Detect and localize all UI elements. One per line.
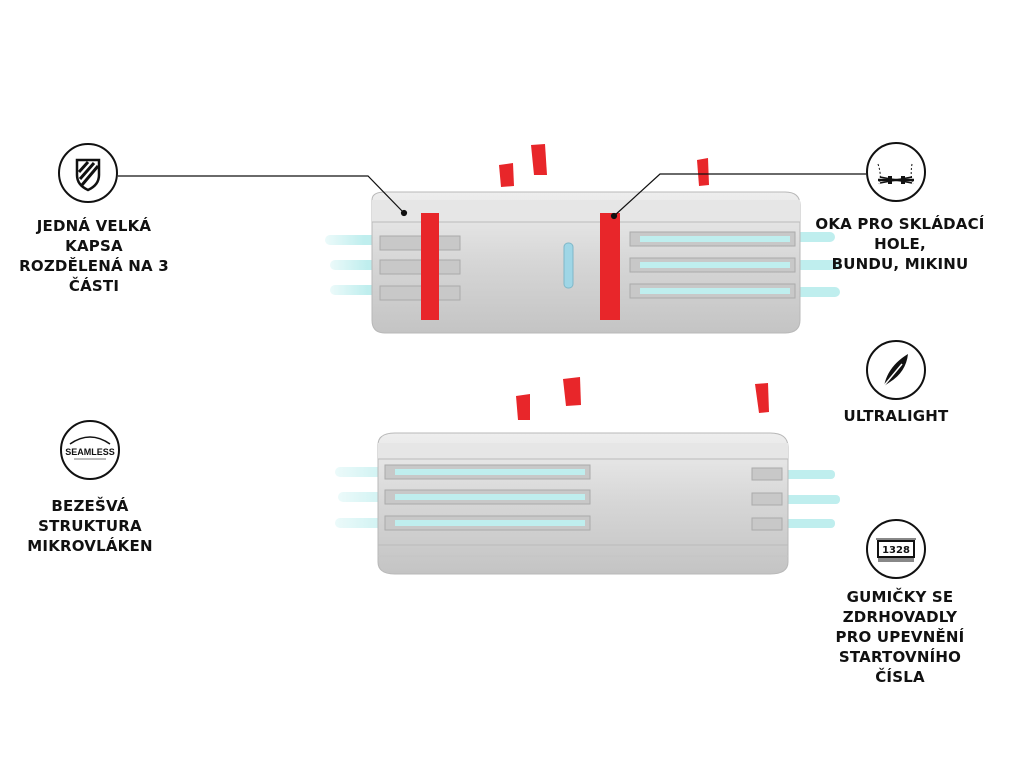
feature-ultralight-label: ULTRALIGHT <box>840 406 952 426</box>
feature-pocket-line-2: ROZDĚLENÁ NA 3 ČÁSTI <box>19 257 169 295</box>
race-number-icon: 1328 <box>866 519 926 579</box>
feature-pocket-line-1: JEDNÁ VELKÁ KAPSA <box>36 217 152 255</box>
feature-bib-line-3: ČÍSLA <box>875 668 925 686</box>
feature-seamless-line-2: MIKROVLÁKEN <box>27 537 153 555</box>
feature-loops-line-1: OKA PRO SKLÁDACÍ HOLE, <box>815 215 985 253</box>
feather-icon <box>866 340 926 400</box>
shield-icon <box>58 143 118 203</box>
feature-seamless-line-1: BEZEŠVÁ STRUKTURA <box>38 497 142 535</box>
belt-top-view <box>325 144 840 334</box>
seamless-logo-text: SEAMLESS <box>65 447 115 457</box>
feature-loops-line-2: BUNDU, MIKINU <box>831 255 969 273</box>
race-number-text: 1328 <box>882 545 910 556</box>
feature-bib-label: GUMIČKY SE ZDRHOVADLY PRO UPEVNĚNÍ START… <box>790 587 1010 687</box>
feature-bib-line-1: GUMIČKY SE ZDRHOVADLY <box>842 588 958 626</box>
feature-pocket-label: JEDNÁ VELKÁ KAPSA ROZDĚLENÁ NA 3 ČÁSTI <box>8 216 180 296</box>
leader-lines <box>118 173 866 220</box>
belt-bottom-view <box>335 377 840 575</box>
feature-bib-line-2: PRO UPEVNĚNÍ STARTOVNÍHO <box>835 628 965 666</box>
poles-icon <box>866 142 926 202</box>
feature-seamless-label: BEZEŠVÁ STRUKTURA MIKROVLÁKEN <box>10 496 170 556</box>
seamless-logo-icon: SEAMLESS <box>60 420 120 480</box>
feature-ultralight-line-1: ULTRALIGHT <box>843 407 949 425</box>
feature-loops-label: OKA PRO SKLÁDACÍ HOLE, BUNDU, MIKINU <box>800 214 1000 274</box>
